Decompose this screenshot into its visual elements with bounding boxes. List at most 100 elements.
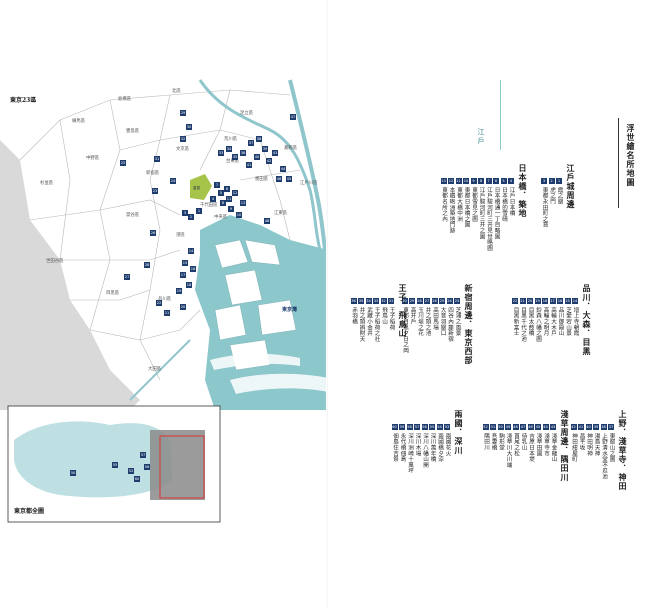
ward-label: 中野區	[86, 156, 100, 161]
ward-label: 世田谷區	[46, 259, 64, 264]
index-number: 51	[490, 424, 496, 430]
inset-marker: 50	[70, 470, 76, 476]
place-name: 上野清水堂不忍池	[601, 433, 608, 480]
map-marker: 37	[248, 140, 254, 146]
ward-label: 文京區	[176, 147, 190, 152]
place-name: 高田馬場	[432, 307, 439, 331]
map-marker: 23	[152, 188, 158, 194]
map-marker: 10	[236, 212, 242, 218]
inset-marker: 56	[144, 464, 150, 470]
place-name: 增上寺朝霞	[572, 307, 579, 336]
map-marker: 48	[264, 218, 270, 224]
place-name: 鈴森八幡之圖	[535, 307, 542, 342]
index-number: 19	[534, 298, 541, 304]
place-name: 深川洲崎十萬坪	[407, 433, 414, 474]
index-number: 45	[535, 424, 541, 430]
index-number: 18	[542, 298, 548, 304]
map-marker: 9	[228, 206, 234, 212]
ward-label: 目黑區	[106, 291, 120, 296]
place-name: 昌平坂	[578, 433, 585, 451]
place-name: 深川八幡山開	[422, 433, 429, 468]
group-heading: 淺草周邊．隅田川	[560, 410, 570, 482]
ward-label: 千代田區	[200, 203, 218, 208]
place-name: 淺草寺市	[543, 433, 550, 457]
index-number: 56	[421, 424, 428, 430]
inset-marker: 55	[112, 462, 118, 468]
index-number: 42	[570, 424, 577, 430]
ward-label: 葛飾區	[284, 146, 298, 151]
map-marker: 25	[120, 160, 126, 166]
group-heading: 日本橋．築地	[518, 164, 528, 218]
map-marker: 45	[286, 176, 292, 182]
cloud-bands	[210, 353, 328, 394]
place-name: 東都日本橋之圖	[463, 187, 470, 228]
map-marker: 36	[240, 150, 246, 156]
inset-label: 東京都全圖	[14, 508, 45, 515]
map-marker: 19	[176, 288, 182, 294]
index-number: 33	[373, 298, 379, 304]
place-name: 東都目黑夕日之岡	[402, 307, 409, 354]
map-marker: 16	[190, 266, 196, 272]
index-number: 54	[436, 424, 443, 430]
index-number: 28	[416, 298, 423, 304]
map-marker: 34	[226, 146, 232, 152]
index-number: 9	[470, 178, 477, 184]
index-number: 6	[493, 178, 499, 184]
index-number: 17	[549, 298, 556, 304]
sumida-river	[198, 79, 322, 251]
map-marker: 47	[290, 114, 296, 120]
map-title: 東京23區	[10, 97, 37, 104]
inset-marker: 60	[134, 476, 140, 482]
arakawa-river	[288, 79, 328, 261]
place-name: 玉川堤之花	[417, 307, 424, 336]
section-title: 江戶	[477, 128, 485, 146]
tokyo-map	[0, 79, 328, 523]
place-name: 武藏小金井	[366, 307, 373, 336]
map-marker: 12	[232, 190, 238, 196]
place-name: 本鐵砲洲築地門跡	[448, 187, 455, 234]
bay-label: 東京灣	[282, 307, 298, 313]
index-number: 40	[585, 424, 592, 430]
map-marker: 31	[154, 156, 160, 162]
place-name: 首尾之松	[513, 433, 520, 457]
place-name: 井之頭之池	[424, 307, 431, 336]
map-marker: 38	[256, 136, 262, 142]
place-name: 品川御殿山	[557, 307, 564, 336]
index-number: 38	[600, 424, 607, 430]
index-number: 4	[508, 178, 514, 184]
place-name: 淺草川大川端	[505, 433, 512, 468]
place-name: 待乳山	[520, 433, 527, 451]
index-number: 35	[358, 298, 364, 304]
index-number: 58	[406, 424, 413, 430]
index-number: 29	[409, 298, 415, 304]
place-name: 淺草金龍山	[550, 433, 557, 462]
map-marker: 2	[188, 214, 194, 220]
place-name: 井之頭辨財天	[358, 307, 365, 342]
index-number: 26	[431, 298, 438, 304]
index-number: 41	[578, 424, 584, 430]
place-name: 目黑新富士	[512, 307, 519, 336]
place-name: 兩國花火	[444, 433, 451, 457]
index-number: 25	[439, 298, 445, 304]
map-marker: 21	[164, 310, 170, 316]
index-number: 7	[485, 178, 492, 184]
place-name: 深川萬年橋	[429, 433, 436, 462]
map-marker: 46	[276, 176, 282, 182]
index-number: 11	[455, 178, 462, 184]
index-number: 5	[500, 178, 507, 184]
map-marker: 1	[196, 208, 202, 214]
ward-label: 港區	[176, 233, 185, 238]
page-title: 浮世繪名所地圖	[626, 124, 636, 187]
map-marker: 26	[150, 230, 156, 236]
index-number: 15	[564, 298, 571, 304]
index-number: 34	[365, 298, 372, 304]
inset-marker: 52	[128, 468, 134, 474]
index-number: 49	[505, 424, 511, 430]
index-number: 24	[446, 298, 453, 304]
place-name: 佃島住吉祭	[392, 433, 399, 462]
place-name: 高輪之明月	[542, 307, 549, 336]
place-name: 東叡山之圖	[608, 433, 615, 462]
map-marker: 8	[220, 200, 226, 206]
place-name: 四谷內藤新宿	[447, 307, 454, 342]
